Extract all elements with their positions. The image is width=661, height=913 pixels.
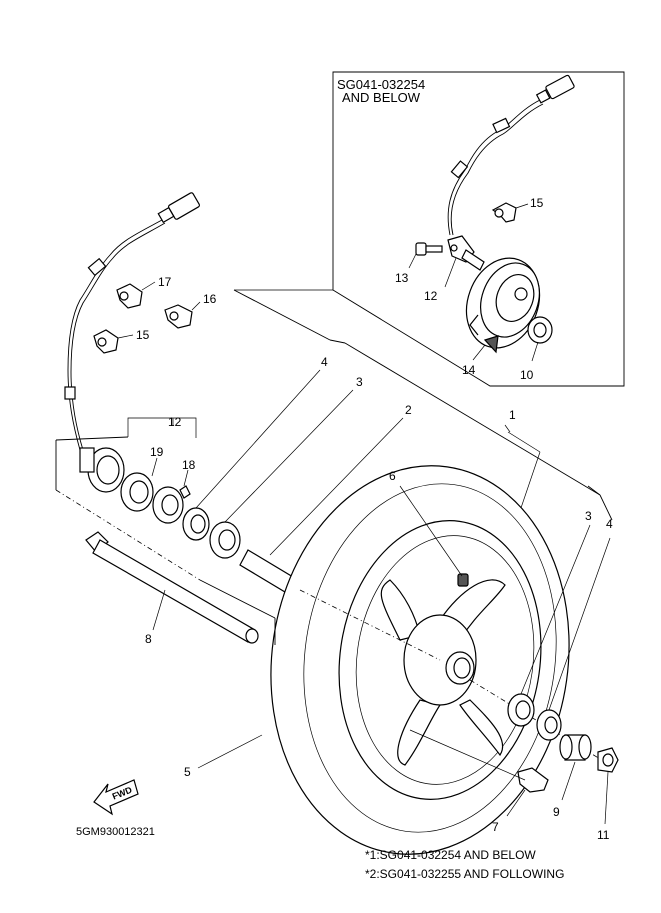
callout-15-inset: 15: [530, 196, 544, 210]
frame-left-top: [55, 436, 129, 441]
leader-15-inset: [515, 203, 529, 209]
inset-title-line2: AND BELOW: [342, 90, 421, 105]
callout-14: 14: [462, 363, 476, 377]
leader-14: [472, 344, 486, 361]
leader-5: [197, 734, 263, 769]
note-2: *2:SG041-032255 AND FOLLOWING: [365, 867, 564, 881]
leader-16: [191, 301, 201, 311]
callout-6: 6: [389, 469, 396, 483]
callout-18: 18: [182, 458, 196, 472]
callout-4-left: 4: [321, 355, 328, 369]
leader-17: [141, 281, 156, 291]
note-1: *1:SG041-032254 AND BELOW: [365, 848, 536, 862]
wheel-5: [270, 465, 570, 855]
leader-1: [504, 424, 511, 433]
callout-4-right: 4: [606, 517, 613, 531]
leader-9: [561, 761, 576, 801]
leader-10: [531, 341, 539, 362]
clip-17: [116, 283, 143, 309]
inset-sensor-cable: [447, 74, 575, 236]
sensor-12: [79, 447, 125, 493]
leader-4-left: [195, 369, 321, 509]
fwd-arrow-icon: FWD: [93, 779, 139, 816]
frame-right-top: [587, 485, 601, 496]
frame-axle-a: [199, 579, 276, 619]
collar-9: [559, 734, 592, 761]
callout-3-right: 3: [585, 509, 592, 523]
inset-collar-10: [527, 316, 553, 344]
callout-2: 2: [405, 403, 412, 417]
leader-1b: [507, 431, 541, 453]
leader-3-left: [224, 389, 354, 523]
callout-19: 19: [150, 445, 164, 459]
clip-16: [164, 304, 193, 329]
callout-8: 8: [145, 632, 152, 646]
leader-7-a: [409, 729, 526, 781]
frame-top-b: [329, 339, 346, 344]
bearing-4-right: [536, 709, 562, 741]
inset-title-line1: SG041-032254: [337, 77, 425, 92]
axis-line-left: [55, 489, 201, 581]
leader-19: [151, 457, 158, 477]
leader-18: [183, 469, 189, 487]
leader-12-inset: [444, 257, 457, 288]
frame-right-a: [599, 494, 613, 521]
inset-frame: [332, 71, 625, 387]
callout-11: 11: [597, 828, 610, 842]
axis-line-center: [299, 589, 441, 661]
inset-bolt-13: [415, 242, 443, 256]
callout-3-left: 3: [356, 375, 363, 389]
leader-8: [152, 589, 166, 631]
frame-top-c: [344, 342, 601, 496]
diagram-code: 5GM930012321: [76, 826, 155, 838]
callout-7: 7: [492, 820, 499, 834]
callout-12: 12: [168, 415, 182, 429]
leader-3-right: [520, 524, 591, 695]
leader-13: [408, 253, 417, 269]
leader-2: [269, 417, 404, 556]
bearing-4-left: [182, 507, 210, 541]
nut-11: [597, 747, 619, 773]
callout-9: 9: [553, 805, 560, 819]
callout-16: 16: [203, 292, 217, 306]
frame-top-a: [233, 289, 331, 341]
main-sensor-cable: [64, 192, 200, 451]
bracket-12: [127, 417, 197, 438]
axle-8: [85, 531, 259, 644]
clip-7: [517, 767, 549, 793]
callout-10: 10: [520, 368, 534, 382]
callout-13: 13: [395, 271, 409, 285]
inset-sensor-12: [447, 235, 485, 271]
gear-18: [152, 485, 191, 524]
leader-7: [506, 789, 526, 817]
oil-seal-19: [120, 472, 154, 512]
callout-5: 5: [184, 765, 191, 779]
inset-hub-14: [465, 257, 541, 354]
inset-clip-15: [491, 202, 517, 223]
callout-12-inset: 12: [424, 289, 438, 303]
callout-15: 15: [136, 328, 150, 342]
bearing-3-left: [209, 521, 241, 559]
leader-6: [399, 485, 463, 577]
leader-4-right: [548, 537, 611, 711]
leader-15: [117, 334, 134, 339]
bearing-3-right: [507, 693, 535, 727]
leader-11: [604, 771, 609, 825]
callout-17: 17: [158, 275, 172, 289]
clip-15: [93, 329, 119, 354]
callout-1: 1: [509, 408, 516, 422]
